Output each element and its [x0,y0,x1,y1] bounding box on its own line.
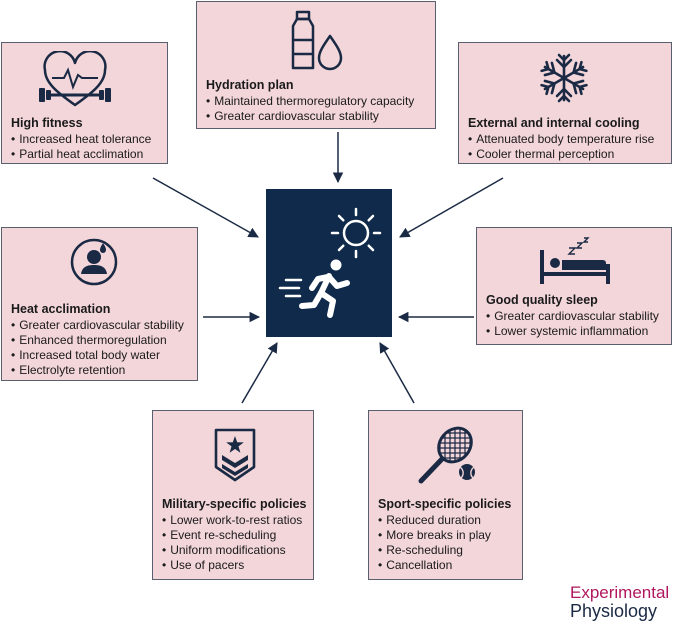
card-acclimation: Heat acclimation Greater cardiovascular … [1,227,198,381]
military-chevron-star-icon [214,428,256,482]
water-bottle-drop-icon [291,10,343,71]
arrow-sport [379,342,415,404]
runner-icon [299,259,350,318]
list-item: Cooler thermal perception [468,147,654,162]
list-item: Enhanced thermoregulation [11,333,184,348]
list-item: Attenuated body temperature rise [468,132,654,147]
list-item: Use of pacers [162,558,302,573]
arrow-military [241,342,278,404]
arrow-fitness [152,177,259,238]
list-item: Greater cardiovascular stability [206,109,414,124]
list-item: Partial heat acclimation [11,147,151,162]
list-item: Lower work-to-rest ratios [162,513,302,528]
card-military: Military-specific policies Lower work-to… [152,410,314,580]
brand-logo-line2: Physiology [570,601,658,621]
person-sweat-icon [70,238,118,286]
card-title: High fitness [11,116,83,130]
bullet-list: Greater cardiovascular stability Lower s… [486,309,659,339]
card-title: Hydration plan [206,78,294,92]
card-title: Heat acclimation [11,302,111,316]
heart-dumbbell-icon [39,51,111,107]
card-cooling: External and internal cooling Attenuated… [458,42,672,164]
list-item: Re-scheduling [378,543,491,558]
card-hydration: Hydration plan Maintained thermoregulato… [196,1,436,129]
list-item: Cancellation [378,558,491,573]
list-item: Electrolyte retention [11,363,184,378]
center-panel [266,189,392,337]
brand-logo-line1: Experimental [570,583,670,602]
list-item: Event re-scheduling [162,528,302,543]
bullet-list: Maintained thermoregulatory capacity Gre… [206,94,414,124]
bullet-list: Greater cardiovascular stability Enhance… [11,318,184,378]
card-sport: Sport-specific policies Reduced duration… [368,410,523,580]
list-item: More breaks in play [378,528,491,543]
list-item: Uniform modifications [162,543,302,558]
bullet-list: Increased heat tolerance Partial heat ac… [11,132,151,162]
list-item: Greater cardiovascular stability [486,309,659,324]
card-fitness: High fitness Increased heat tolerance Pa… [1,42,168,164]
bullet-list: Reduced duration More breaks in play Re-… [378,513,491,573]
tennis-racket-ball-icon [418,423,477,484]
list-item: Greater cardiovascular stability [11,318,184,333]
runner-in-sun-icon [278,207,382,318]
arrow-cooling [399,177,504,238]
card-title: Military-specific policies [162,497,307,511]
list-item: Reduced duration [378,513,491,528]
card-title: Good quality sleep [486,293,598,307]
card-sleep: Good quality sleep Greater cardiovascula… [476,227,672,345]
card-title: Sport-specific policies [378,497,512,511]
bed-sleep-icon [540,237,610,284]
list-item: Increased total body water [11,348,184,363]
list-item: Lower systemic inflammation [486,324,659,339]
snowflake-icon [539,53,589,103]
list-item: Maintained thermoregulatory capacity [206,94,414,109]
card-title: External and internal cooling [468,116,640,130]
bullet-list: Lower work-to-rest ratios Event re-sched… [162,513,302,573]
speed-lines [278,278,303,298]
list-item: Increased heat tolerance [11,132,151,147]
sun-icon [330,207,382,259]
bullet-list: Attenuated body temperature rise Cooler … [468,132,654,162]
